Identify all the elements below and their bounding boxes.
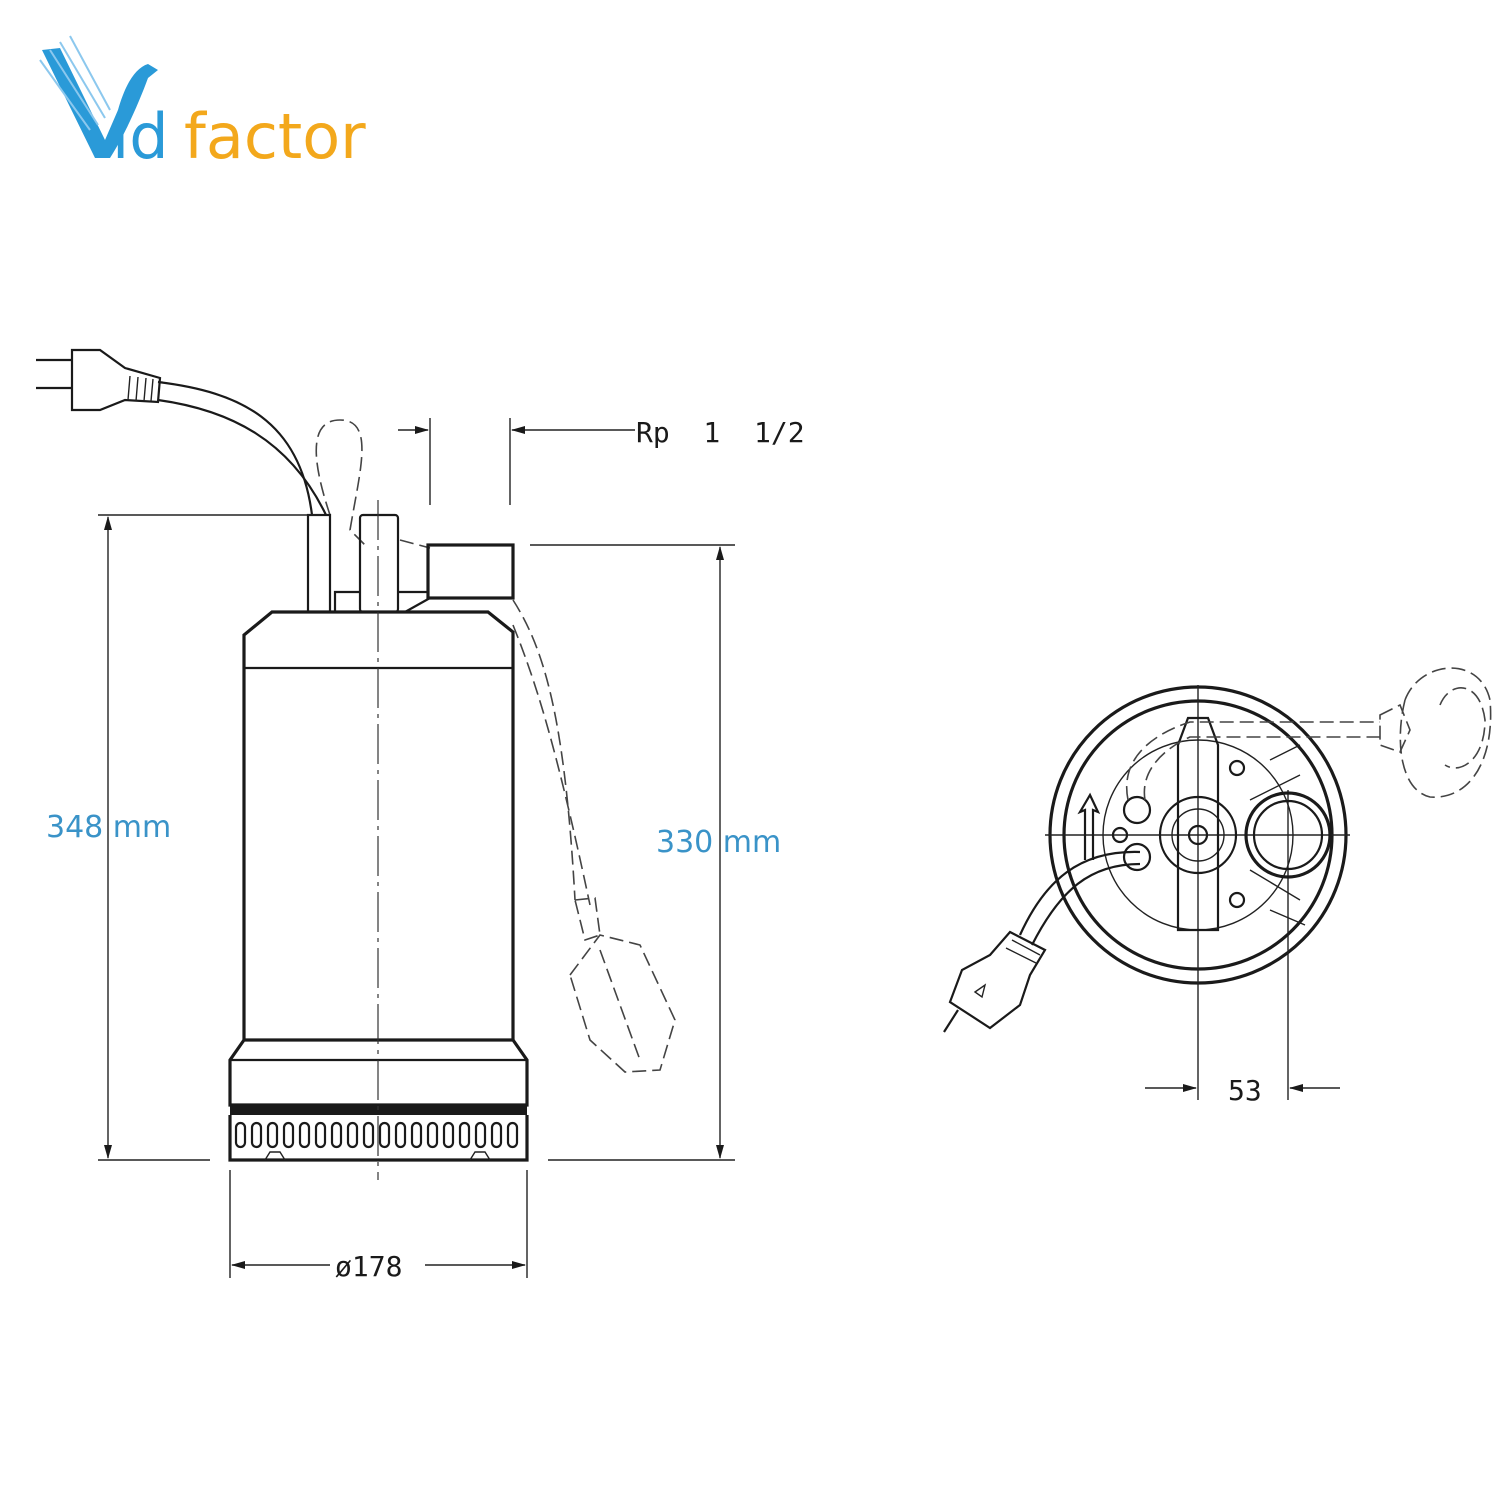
strainer-slot: [490, 1121, 503, 1149]
height-total-label: 348 mm: [46, 810, 171, 845]
strainer-slot: [378, 1121, 391, 1149]
strainer-slot: [234, 1121, 247, 1149]
logo: id factor: [39, 35, 366, 173]
bird-v-icon: [39, 35, 158, 158]
outlet-thread-label: Rp 1 1/2: [636, 416, 805, 449]
strainer-slot: [442, 1121, 455, 1149]
strainer-slot: [330, 1121, 343, 1149]
strainer-slot: [394, 1121, 407, 1149]
strainer-slot: [474, 1121, 487, 1149]
dimension-lines: [98, 418, 735, 1278]
strainer-slot: [506, 1121, 519, 1149]
strainer-slot: [314, 1121, 327, 1149]
strainer-slot: [266, 1121, 279, 1149]
strainer-slot: [410, 1121, 423, 1149]
strainer-slot: [346, 1121, 359, 1149]
strainer-slot: [282, 1121, 295, 1149]
pump-side-view: [36, 348, 676, 1180]
power-plug-icon: [943, 930, 1047, 1033]
diameter-label: ø178: [335, 1250, 402, 1283]
strainer-slot: [298, 1121, 311, 1149]
strainer-slot: [458, 1121, 471, 1149]
pump-top-view: [943, 667, 1492, 1100]
power-plug-icon: [36, 348, 162, 412]
logo-text-factor: factor: [184, 100, 366, 173]
height-body-label: 330 mm: [656, 825, 781, 860]
strainer-slot: [362, 1121, 375, 1149]
strainer-slot: [426, 1121, 439, 1149]
strainer-slot: [250, 1121, 263, 1149]
outlet-offset-label: 53: [1228, 1074, 1262, 1107]
logo-text-id: id: [112, 100, 169, 173]
strainer-slots: [234, 1121, 519, 1149]
